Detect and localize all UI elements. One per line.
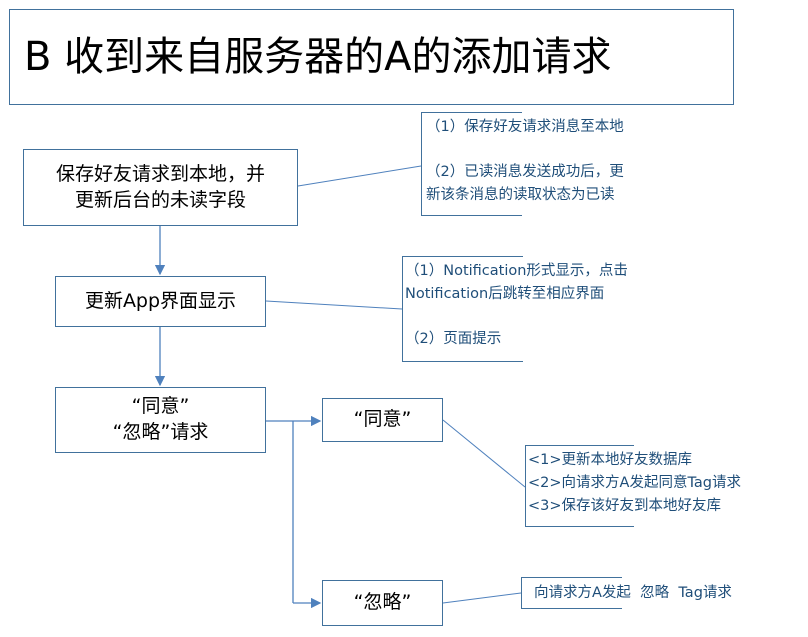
node-save-request: 保存好友请求到本地，并 更新后台的未读字段 <box>23 149 298 226</box>
note-ui-bracket-top <box>403 256 523 257</box>
diagram-title: B 收到来自服务器的A的添加请求 <box>9 9 734 105</box>
node-save-request-line-2: 更新后台的未读字段 <box>74 188 246 211</box>
note-agree: <1>更新本地好友数据库 <2>向请求方A发起同意Tag请求 <3>保存该好友到… <box>525 445 800 527</box>
note-save-line-3: 新该条消息的读取状态为已读 <box>426 187 615 204</box>
note-agree-line-3: <3>保存该好友到本地好友库 <box>528 498 722 515</box>
leader-save <box>297 165 422 187</box>
note-ui-line-1: （1）Notification形式显示，点击 <box>405 263 628 279</box>
note-ignore-bracket-bottom <box>522 608 622 609</box>
leader-ignore <box>442 592 522 604</box>
node-update-ui-text: 更新App界面显示 <box>84 289 237 312</box>
note-agree-line-1: <1>更新本地好友数据库 <box>528 452 693 468</box>
note-ignore-line-1: 向请求方A发起 忽略 Tag请求 <box>534 585 732 601</box>
note-save-bracket-bottom <box>422 215 522 216</box>
note-ui: （1）Notification形式显示，点击 Notification后跳转至相… <box>402 256 702 362</box>
note-agree-bracket-top <box>526 445 634 446</box>
note-ignore: 向请求方A发起 忽略 Tag请求 <box>521 577 801 609</box>
node-save-request-line-1: 保存好友请求到本地，并 <box>55 162 265 185</box>
node-agree-ignore: “同意” “忽略”请求 <box>55 387 266 453</box>
note-agree-line-2: <2>向请求方A发起同意Tag请求 <box>528 475 741 492</box>
leader-ui <box>265 300 403 310</box>
note-ui-bracket-bottom <box>403 361 523 362</box>
note-save: （1）保存好友请求消息至本地 （2）已读消息发送成功后，更 新该条消息的读取状态… <box>421 112 706 216</box>
note-ignore-bracket-top <box>522 577 622 578</box>
note-save-bracket-top <box>422 112 522 113</box>
leader-agree <box>442 419 526 488</box>
diagram-title-text: B 收到来自服务器的A的添加请求 <box>24 34 612 80</box>
node-agree-ignore-line-1: “同意” <box>131 395 190 418</box>
note-agree-bracket-bottom <box>526 526 634 527</box>
node-ignore: “忽略” <box>322 580 443 626</box>
node-agree-ignore-line-2: “忽略”请求 <box>112 421 209 443</box>
note-ui-line-3: （2）页面提示 <box>405 331 502 348</box>
node-ignore-text: “忽略” <box>353 591 412 614</box>
node-agree: “同意” <box>322 398 443 442</box>
note-save-line-2: （2）已读消息发送成功后，更 <box>426 164 624 181</box>
node-agree-text: “同意” <box>353 408 412 431</box>
note-save-line-1: （1）保存好友请求消息至本地 <box>426 119 624 135</box>
node-update-ui: 更新App界面显示 <box>55 276 266 327</box>
note-ui-line-2: Notification后跳转至相应界面 <box>405 286 605 303</box>
